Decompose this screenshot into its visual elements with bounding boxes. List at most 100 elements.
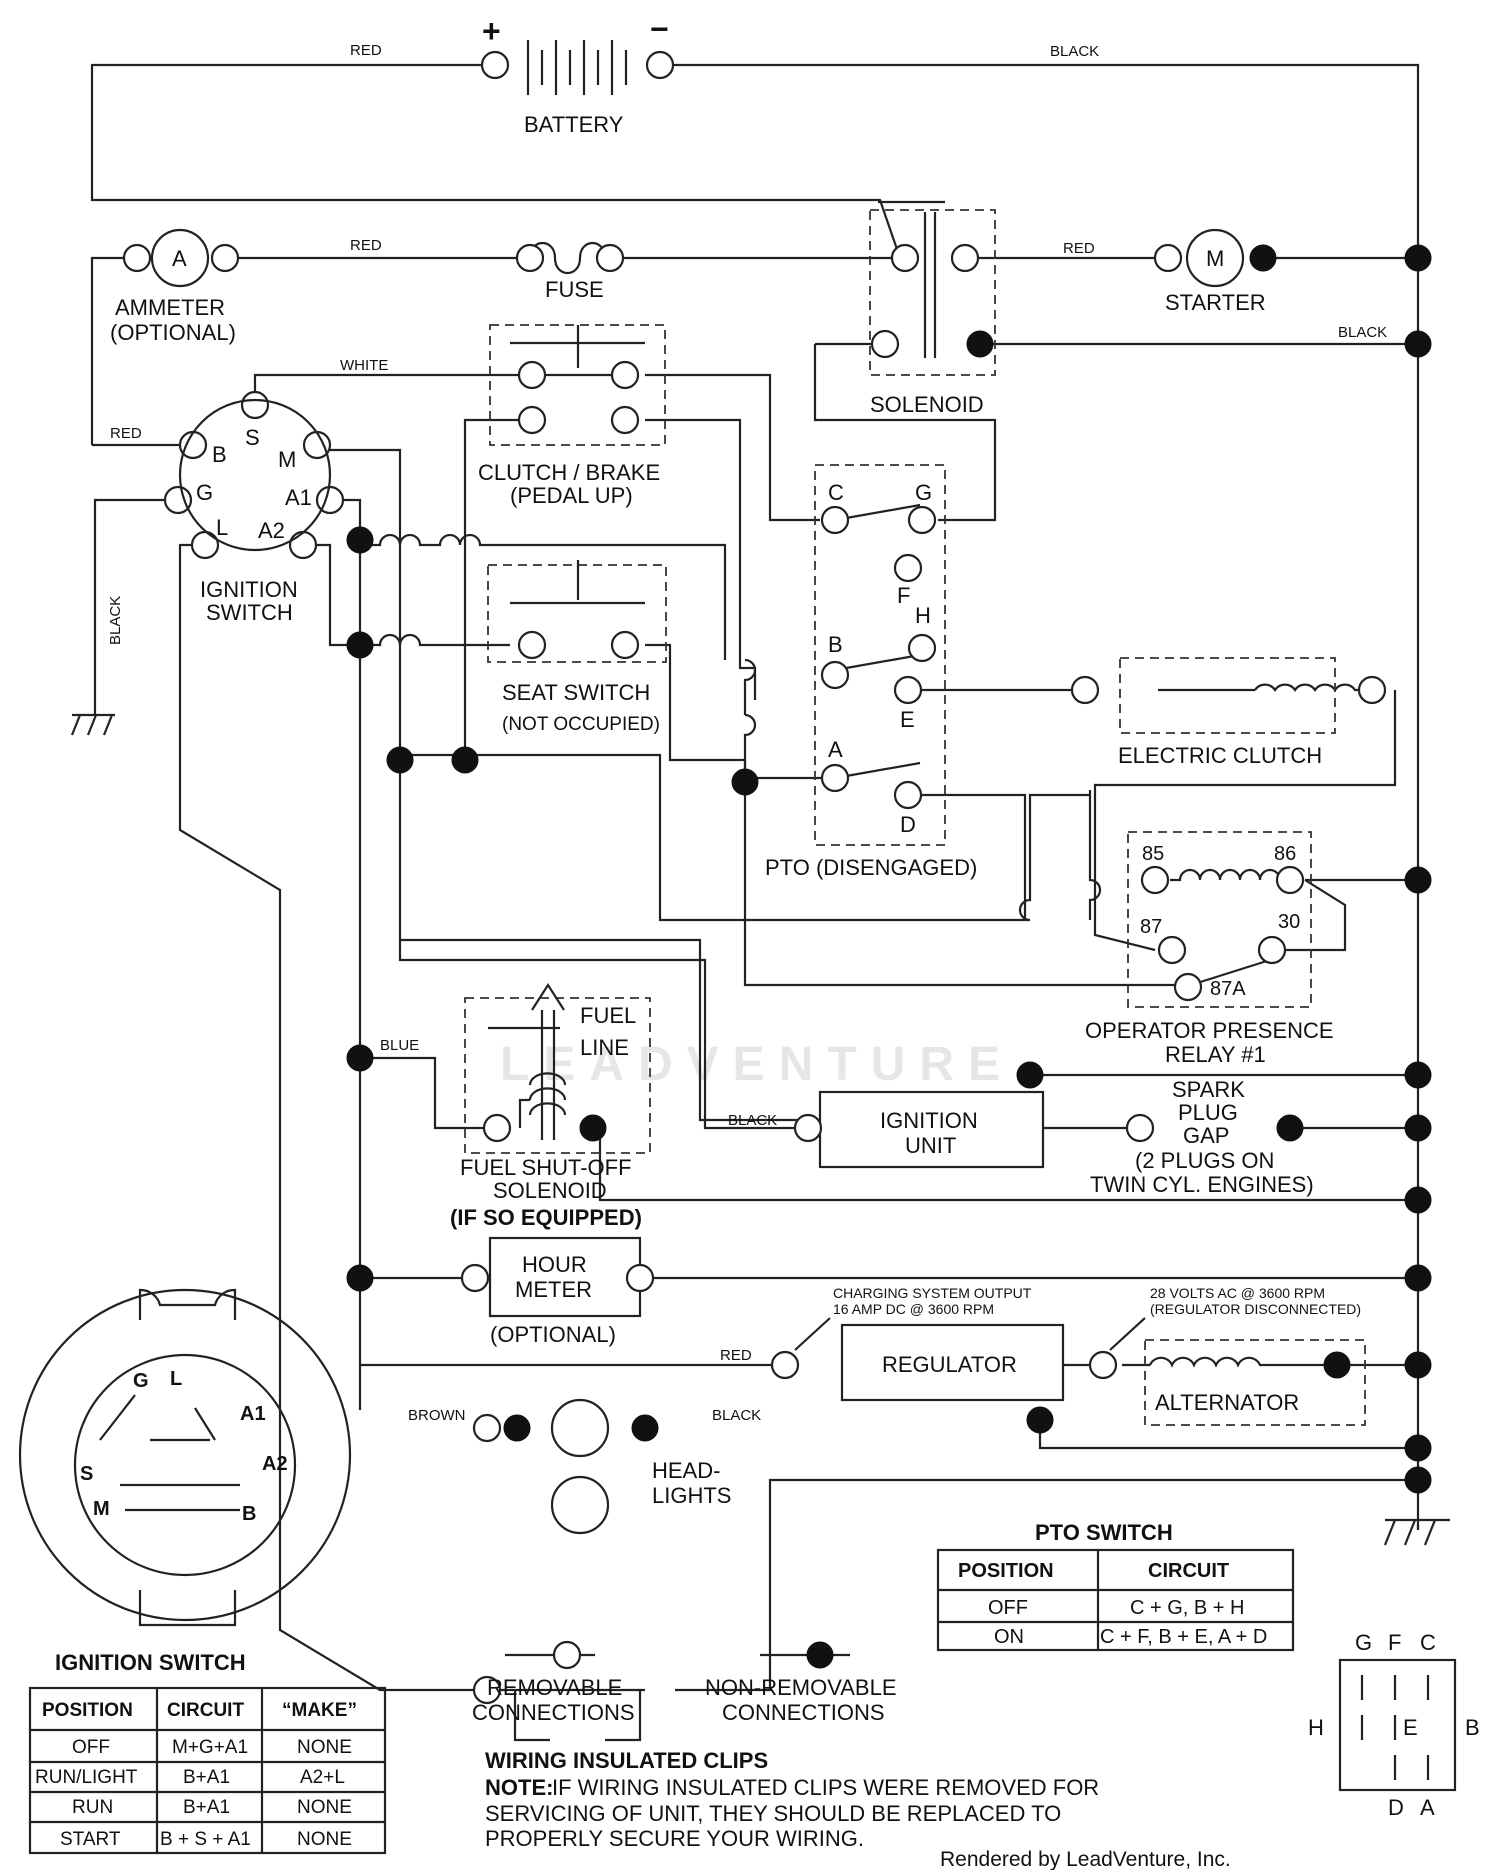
footer-credit: Rendered by LeadVenture, Inc. bbox=[940, 1848, 1231, 1870]
svg-text:86: 86 bbox=[1274, 843, 1296, 865]
pto-switch-table: PTO SWITCH POSITION CIRCUIT OFF C + G, B… bbox=[936, 1520, 1295, 1652]
svg-text:B: B bbox=[828, 632, 843, 657]
svg-text:A: A bbox=[1420, 1795, 1435, 1820]
svg-text:POSITION: POSITION bbox=[958, 1560, 1054, 1582]
hour-meter-box bbox=[488, 1236, 642, 1318]
svg-text:BLACK: BLACK bbox=[1050, 43, 1099, 60]
svg-text:87: 87 bbox=[1140, 916, 1162, 938]
svg-text:D: D bbox=[900, 812, 916, 837]
svg-text:IF WIRING INSULATED CLIPS WERE: IF WIRING INSULATED CLIPS WERE REMOVED F… bbox=[552, 1775, 1099, 1800]
svg-text:L: L bbox=[170, 1368, 182, 1390]
svg-text:M+G+A1: M+G+A1 bbox=[172, 1737, 248, 1758]
labels: RED BLACK + − BATTERY RED AMMETER (OPTIO… bbox=[107, 11, 1387, 1725]
svg-text:BLACK: BLACK bbox=[107, 596, 124, 645]
svg-text:OFF: OFF bbox=[72, 1737, 110, 1758]
electric-clutch-label: ELECTRIC CLUTCH bbox=[1118, 743, 1322, 768]
regulator-box bbox=[840, 1323, 1065, 1402]
svg-text:E: E bbox=[1403, 1715, 1418, 1740]
svg-text:BROWN: BROWN bbox=[408, 1407, 466, 1424]
svg-text:NONE: NONE bbox=[297, 1737, 352, 1758]
svg-text:(PEDAL UP): (PEDAL UP) bbox=[510, 483, 633, 508]
battery-label: BATTERY bbox=[524, 112, 624, 137]
svg-text:CIRCUIT: CIRCUIT bbox=[1148, 1560, 1229, 1582]
svg-text:SWITCH: SWITCH bbox=[206, 600, 293, 625]
svg-text:E: E bbox=[900, 707, 915, 732]
legend-removable: REMOVABLE bbox=[487, 1675, 622, 1700]
svg-text:A2+L: A2+L bbox=[300, 1767, 345, 1788]
svg-text:(IF SO EQUIPPED): (IF SO EQUIPPED) bbox=[450, 1205, 642, 1230]
ignition-switch-face: G L A1 S A2 M B bbox=[18, 1288, 352, 1627]
svg-text:PROPERLY SECURE YOUR WIRING.: PROPERLY SECURE YOUR WIRING. bbox=[485, 1826, 864, 1851]
ignition-unit-label: IGNITION bbox=[880, 1108, 978, 1133]
svg-text:BLACK: BLACK bbox=[728, 1112, 777, 1129]
svg-text:(OPTIONAL): (OPTIONAL) bbox=[110, 320, 236, 345]
svg-text:S: S bbox=[80, 1463, 93, 1485]
svg-text:C: C bbox=[1420, 1630, 1436, 1655]
svg-text:B: B bbox=[1465, 1715, 1480, 1740]
svg-text:C + G, B + H: C + G, B + H bbox=[1130, 1597, 1244, 1619]
svg-text:16 AMP DC @ 3600 RPM: 16 AMP DC @ 3600 RPM bbox=[833, 1301, 994, 1317]
charging-note: CHARGING SYSTEM OUTPUT bbox=[833, 1285, 1032, 1301]
svg-text:RED: RED bbox=[110, 425, 142, 442]
svg-text:G: G bbox=[133, 1370, 149, 1392]
svg-text:A: A bbox=[828, 737, 843, 762]
svg-text:L: L bbox=[216, 515, 228, 540]
svg-text:S: S bbox=[245, 425, 260, 450]
svg-text:A1: A1 bbox=[240, 1403, 266, 1425]
starter-motor-symbol bbox=[1185, 228, 1245, 288]
svg-text:SOLENOID: SOLENOID bbox=[493, 1178, 607, 1203]
svg-text:BLUE: BLUE bbox=[380, 1037, 419, 1054]
battery-minus: − bbox=[650, 11, 669, 47]
svg-text:CONNECTIONS: CONNECTIONS bbox=[472, 1700, 635, 1725]
non-removable-connectors bbox=[346, 244, 1432, 1669]
svg-text:BLACK: BLACK bbox=[712, 1407, 761, 1424]
svg-text:WHITE: WHITE bbox=[340, 357, 388, 374]
fuse-label: FUSE bbox=[545, 277, 604, 302]
svg-text:F: F bbox=[1388, 1630, 1401, 1655]
svg-text:B: B bbox=[212, 442, 227, 467]
svg-text:D: D bbox=[1388, 1795, 1404, 1820]
svg-text:CIRCUIT: CIRCUIT bbox=[167, 1700, 244, 1721]
headlights-label: HEAD- bbox=[652, 1458, 720, 1483]
svg-text:B + S + A1: B + S + A1 bbox=[160, 1829, 251, 1850]
svg-text:A2: A2 bbox=[258, 518, 285, 543]
svg-text:ON: ON bbox=[994, 1626, 1024, 1648]
ac-note: 28 VOLTS AC @ 3600 RPM bbox=[1150, 1285, 1325, 1301]
ignition-table-title: IGNITION SWITCH bbox=[55, 1650, 246, 1675]
relay-label: OPERATOR PRESENCE bbox=[1085, 1018, 1334, 1043]
svg-text:OFF: OFF bbox=[988, 1597, 1028, 1619]
ammeter-letter: A bbox=[172, 246, 187, 271]
svg-text:87A: 87A bbox=[1210, 978, 1246, 1000]
switch-bars bbox=[488, 325, 645, 1140]
svg-text:BLACK: BLACK bbox=[1338, 324, 1387, 341]
ignition-switch-table: IGNITION SWITCH POSITION CIRCUIT “MAKE” … bbox=[28, 1650, 387, 1855]
clips-note-title: WIRING INSULATED CLIPS bbox=[485, 1748, 768, 1773]
clutch-brake-label: CLUTCH / BRAKE bbox=[478, 460, 660, 485]
svg-text:NONE: NONE bbox=[297, 1829, 352, 1850]
svg-text:LIGHTS: LIGHTS bbox=[652, 1483, 731, 1508]
svg-text:RED: RED bbox=[720, 1347, 752, 1364]
svg-text:30: 30 bbox=[1278, 911, 1300, 933]
regulator-label: REGULATOR bbox=[882, 1352, 1017, 1377]
alternator-label: ALTERNATOR bbox=[1155, 1390, 1299, 1415]
svg-text:PLUG: PLUG bbox=[1178, 1100, 1238, 1125]
pto-label: PTO (DISENGAGED) bbox=[765, 855, 977, 880]
svg-text:C: C bbox=[828, 480, 844, 505]
svg-text:POSITION: POSITION bbox=[42, 1700, 133, 1721]
starter-label: STARTER bbox=[1165, 290, 1266, 315]
spark-plug-label: SPARK bbox=[1172, 1077, 1245, 1102]
ignition-switch-label: IGNITION bbox=[200, 577, 298, 602]
svg-text:M: M bbox=[93, 1498, 110, 1520]
svg-text:RUN/LIGHT: RUN/LIGHT bbox=[35, 1767, 138, 1788]
ignition-unit-box bbox=[818, 1090, 1045, 1169]
svg-text:RED: RED bbox=[1063, 240, 1095, 257]
svg-text:G: G bbox=[196, 480, 213, 505]
pto-table-title: PTO SWITCH bbox=[1035, 1520, 1173, 1545]
svg-text:G: G bbox=[915, 480, 932, 505]
svg-text:B: B bbox=[242, 1503, 256, 1525]
svg-text:SERVICING OF UNIT, THEY SHOULD: SERVICING OF UNIT, THEY SHOULD BE REPLAC… bbox=[485, 1801, 1061, 1826]
fuel-line-label: FUEL bbox=[580, 1003, 636, 1028]
svg-text:START: START bbox=[60, 1829, 121, 1850]
svg-text:G: G bbox=[1355, 1630, 1372, 1655]
